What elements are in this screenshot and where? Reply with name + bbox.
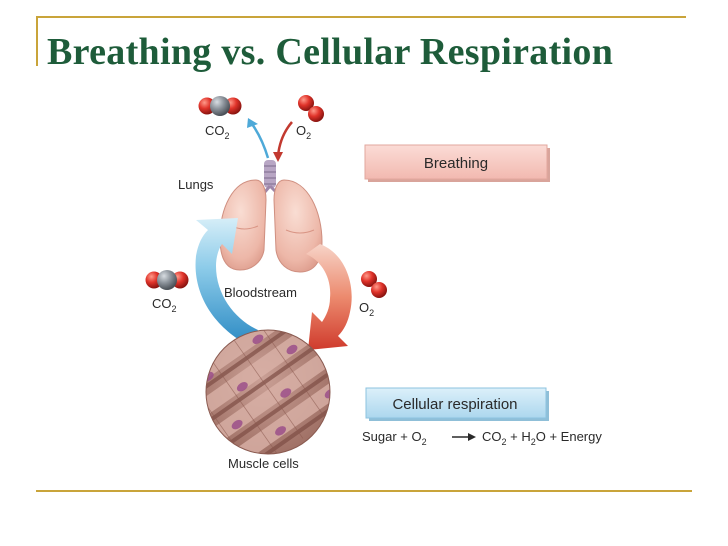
top-rule xyxy=(36,16,686,18)
breathing-label: Breathing xyxy=(424,155,488,172)
left-accent-rule xyxy=(36,16,38,66)
bottom-rule xyxy=(36,490,692,492)
lungs-label: Lungs xyxy=(178,177,214,192)
exhale-arrow-icon xyxy=(247,118,270,159)
co2-molecule-left-icon xyxy=(145,270,189,290)
o2-right-label: O2 xyxy=(359,300,374,318)
o2-blood-arrow-icon xyxy=(306,244,352,350)
equation-products: CO2 + H2O + Energy xyxy=(482,429,602,447)
co2-blood-arrow-icon xyxy=(195,218,258,344)
bloodstream-label: Bloodstream xyxy=(224,285,297,300)
co2-top-label: CO2 xyxy=(205,123,230,141)
o2-top-label: O2 xyxy=(296,123,311,141)
co2-molecule-top-icon xyxy=(198,96,242,116)
breathing-box xyxy=(364,144,550,182)
o2-molecule-right-icon xyxy=(361,271,387,298)
equation-reactants: Sugar + O2 xyxy=(362,429,427,447)
inhale-arrow-icon xyxy=(273,121,293,162)
o2-molecule-top-icon xyxy=(298,95,324,122)
cellular-respiration-label: Cellular respiration xyxy=(392,396,517,413)
respiration-equation: Sugar + O2 CO2 + H2O + Energy xyxy=(362,429,602,447)
muscle-cells-label: Muscle cells xyxy=(228,456,299,471)
reaction-arrow-icon xyxy=(452,433,476,441)
lungs-icon xyxy=(219,160,323,273)
cellular-respiration-box xyxy=(365,387,549,421)
co2-left-label: CO2 xyxy=(152,296,177,314)
slide-title: Breathing vs. Cellular Respiration xyxy=(47,31,614,73)
